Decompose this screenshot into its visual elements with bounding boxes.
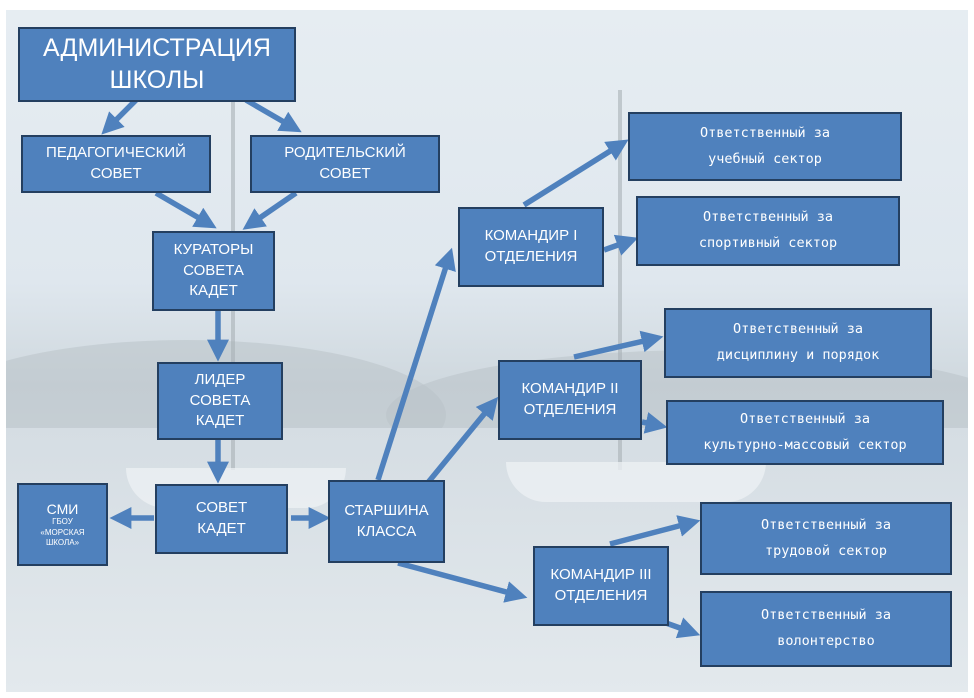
connector-arrows [101,97,701,639]
node-commander-1: КОМАНДИР I ОТДЕЛЕНИЯ [458,207,604,287]
node-cadet-council: СОВЕТ КАДЕТ [155,484,288,554]
diagram-canvas: АДМИНИСТРАЦИЯ ШКОЛЫ ПЕДАГОГИЧЕСКИЙ СОВЕТ… [6,10,968,692]
arrow-starshina-cmd2 [423,396,499,487]
smi-subtitle: ГБОУ «МОРСКАЯ ШКОЛА» [40,517,85,548]
node-administration: АДМИНИСТРАЦИЯ ШКОЛЫ [18,27,296,102]
arrow-admin-parent [244,97,302,133]
backdrop-mast [618,90,622,470]
arrow-admin-ped [101,98,138,135]
arrow-cmd2-discipline [573,330,664,360]
arrow-starshina-cmd3 [397,560,528,603]
node-curators: КУРАТОРЫ СОВЕТА КАДЕТ [152,231,275,311]
arrow-cmd1-study [522,139,629,208]
arrow-cmd3-volunteer [665,617,701,639]
node-parent-council: РОДИТЕЛЬСКИЙ СОВЕТ [250,135,440,193]
arrow-starshina-cmd1 [375,247,456,481]
arrow-parent-curators [242,190,298,230]
node-resp-study: Ответственный за учебный сектор [628,112,902,181]
node-commander-3: КОМАНДИР III ОТДЕЛЕНИЯ [533,546,669,626]
arrow-ped-curators [154,190,217,229]
arrow-cmd1-sport [603,234,639,256]
node-smi: СМИ ГБОУ «МОРСКАЯ ШКОЛА» [17,483,108,566]
arrow-cmd3-labor [609,515,701,547]
node-starshina: СТАРШИНА КЛАССА [328,480,445,563]
node-resp-culture: Ответственный за культурно-массовый сект… [666,400,944,465]
node-resp-discipline: Ответственный за дисциплину и порядок [664,308,932,378]
node-leader: ЛИДЕР СОВЕТА КАДЕТ [157,362,283,440]
node-resp-labor: Ответственный за трудовой сектор [700,502,952,575]
node-commander-2: КОМАНДИР II ОТДЕЛЕНИЯ [498,360,642,440]
node-pedagogical-council: ПЕДАГОГИЧЕСКИЙ СОВЕТ [21,135,211,193]
smi-title: СМИ [46,500,79,517]
node-resp-volunteer: Ответственный за волонтерство [700,591,952,667]
backdrop-hull [506,462,766,502]
arrow-cmd2-culture [641,412,668,434]
node-resp-sport: Ответственный за спортивный сектор [636,196,900,266]
